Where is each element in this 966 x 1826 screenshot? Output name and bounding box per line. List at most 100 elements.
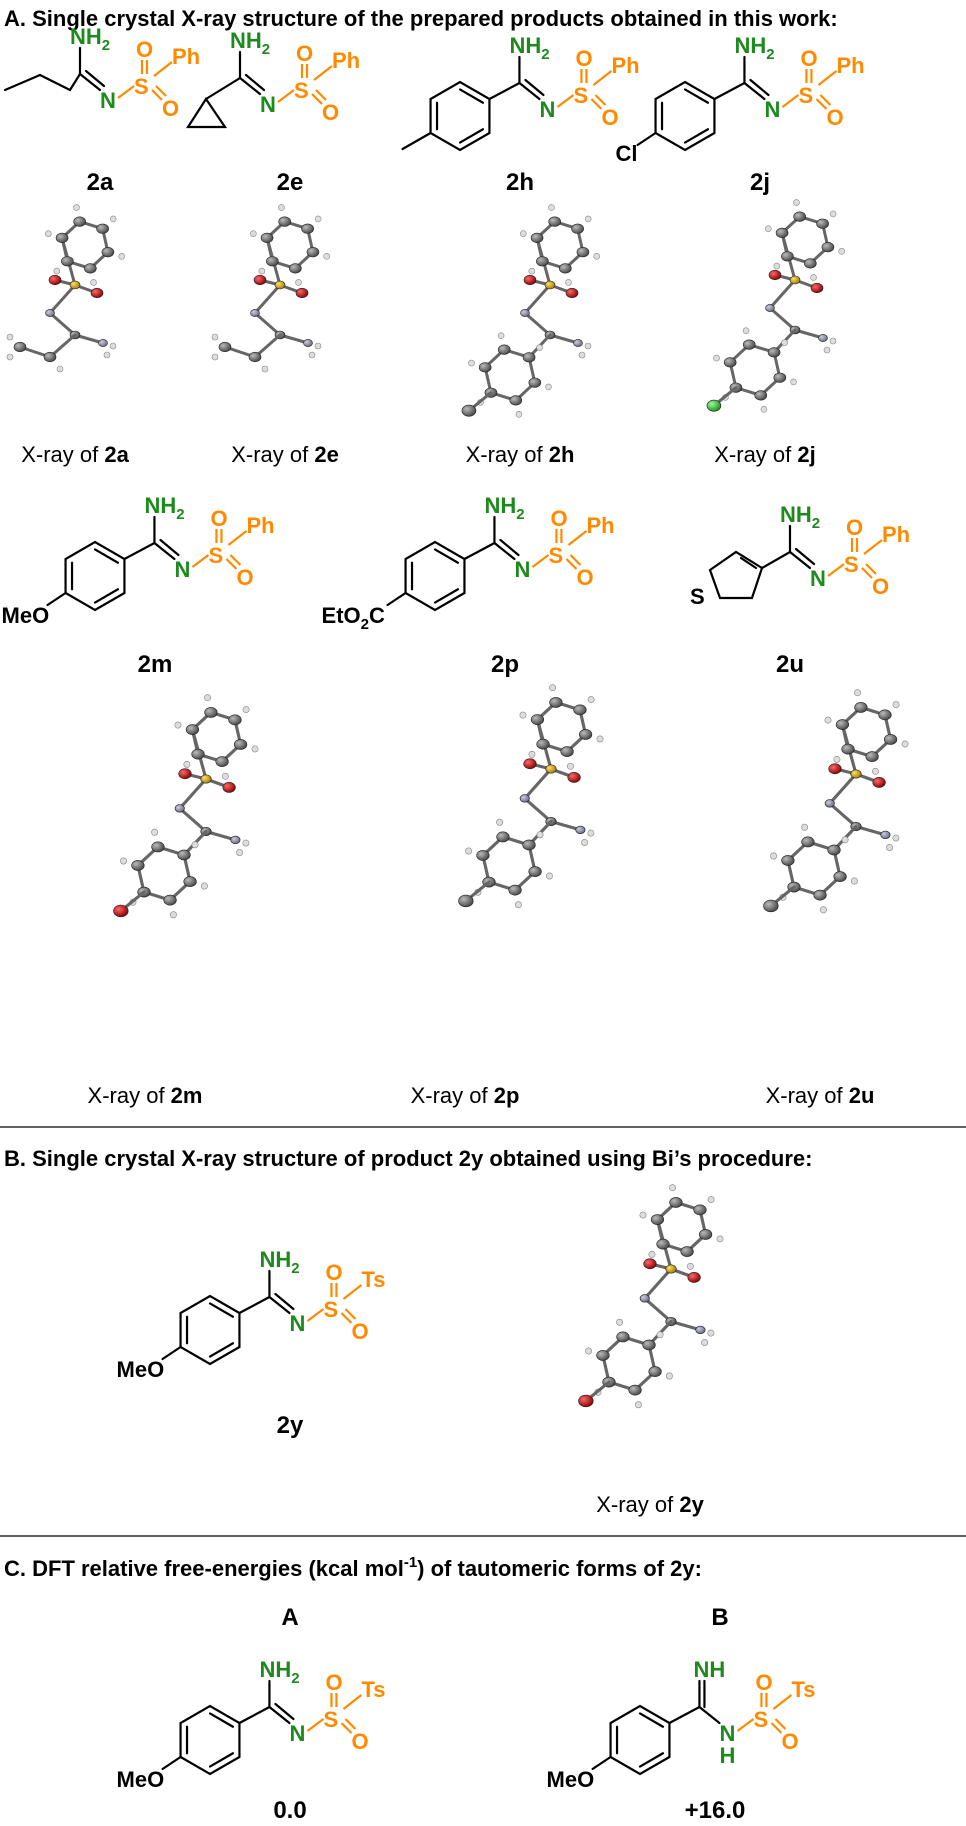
2m-ring-c1 [215,756,229,767]
xray-label-2j: X-ray of 2j [714,442,816,467]
2j-cl-atom: Cl [616,141,638,166]
2m-o2-atom: O [236,565,253,590]
2h-sub-ball [461,404,477,417]
2a-ring-c4 [73,216,86,227]
2u-s-ball [850,769,862,779]
2u-nh2-atom: NH2 [780,502,820,532]
2u-aryl-c5 [827,844,841,856]
xray-label-2e: X-ray of 2e [231,442,339,467]
compound-label-2j: 2j [750,169,770,196]
2u-ring-c3 [835,719,850,730]
2a-ring-c3 [55,232,69,244]
2h-s-atom: S [573,83,588,108]
xray-2p [458,684,604,909]
tautomer-a-nh2-atom: NH2 [259,1657,299,1687]
2m-aryl-c5 [177,849,191,861]
2h-aryl-c0 [528,377,542,388]
2p-o2-atom: O [576,565,593,590]
2a-s-ball [69,280,81,290]
2y-ring-c3 [650,1214,665,1225]
2a-nh2-atom: NH2 [70,24,110,54]
2m-ring-c2 [191,748,205,760]
2p-aryl-c5 [522,839,536,851]
2p-ester-atom: EtO2C [322,603,385,633]
2h-aryl-c3 [478,362,492,373]
2y-aryl-c0 [648,1366,662,1377]
tautomer-b-n-atom: N [719,1721,735,1746]
2j-nh2-atom: NH2 [734,33,774,63]
2y-s-ball [665,1264,677,1274]
compound-label-2e: 2e [277,169,304,196]
xray-2h [461,204,600,418]
2a-group-atom: Ph [172,44,200,69]
2h-n2-ball [573,339,583,347]
2h-group-atom: Ph [611,53,639,78]
2h-n-atom: N [539,97,555,122]
2j-ring-c0 [821,241,835,253]
2a-alkyl-c2 [13,341,27,353]
2p-aryl-c4 [496,831,510,843]
2h-ring-c1 [559,263,572,274]
2h-ring-c3 [530,232,544,244]
2u-ring-s-atom: S [690,584,705,609]
2j-ring-c1 [804,258,817,269]
xray-label-2m: X-ray of 2m [88,1083,203,1108]
2h-o2-ball [565,287,579,299]
tautomer-b-nh-atom: NH [693,1657,725,1682]
2y-n-atom: N [289,1311,305,1336]
2y-group-atom: Ts [361,1267,385,1292]
2h-s-ball [544,280,556,290]
2j-ring-c2 [781,251,794,262]
2p-ring-c1 [560,746,574,757]
2a-s-atom: S [134,74,149,99]
2e-ring-c1 [289,263,302,274]
2y-s-atom: S [323,1297,338,1322]
2p-s-atom: S [548,543,563,568]
chemical-structures: NH2NSOOPhNH2NSOOPhNH2NSOOPhNH2NSOOPhClNH… [2,24,911,1792]
2u-aryl-c1 [813,889,827,901]
2h-aryl-c1 [509,395,523,406]
2a-n2-ball [98,339,108,347]
2j-ring-c3 [775,227,789,239]
2e-group-atom: Ph [332,48,360,73]
2h-nh2-atom: NH2 [509,33,549,63]
2m-nh2-atom: NH2 [144,493,184,523]
2m-o2-ball [222,782,236,793]
tautomer-b-h-atom: H [719,1743,735,1768]
2m-ring-c3 [185,724,200,735]
2u-ring-c4 [854,702,868,713]
2e-n-atom: N [260,92,276,117]
2e-s-ball [274,280,286,290]
2y-o2-ball [687,1272,701,1283]
2j-aryl-c1 [754,390,768,401]
2e-o2-atom: O [322,100,339,125]
2p-ring-c0 [578,729,593,740]
2y-n2-ball [695,1325,706,1334]
xray-structures [6,199,909,1409]
compound-label-2u: 2u [776,651,804,678]
2u-s-atom: S [844,552,859,577]
2a-o2-atom: O [162,96,179,121]
2m-meo-atom: MeO [2,603,50,628]
2j-group-atom: Ph [836,53,864,78]
tautomer-b-group-atom: Ts [791,1677,815,1702]
2p-ring-c4 [549,697,563,708]
2y-aryl-c1 [628,1384,642,1396]
xray-2a [6,204,125,373]
2j-aryl-c4 [742,339,756,350]
compound-label-2y: 2y [277,1412,304,1439]
2p-ring-c2 [536,738,550,750]
xray-label-2p: X-ray of 2p [411,1083,520,1108]
2m-aryl-c4 [151,841,165,853]
2u-o1-atom: O [846,515,863,540]
tautomer-a-o2-atom: O [351,1729,368,1754]
tautomer-b-label: B [711,1604,728,1631]
2e-o1-ball [253,274,267,286]
